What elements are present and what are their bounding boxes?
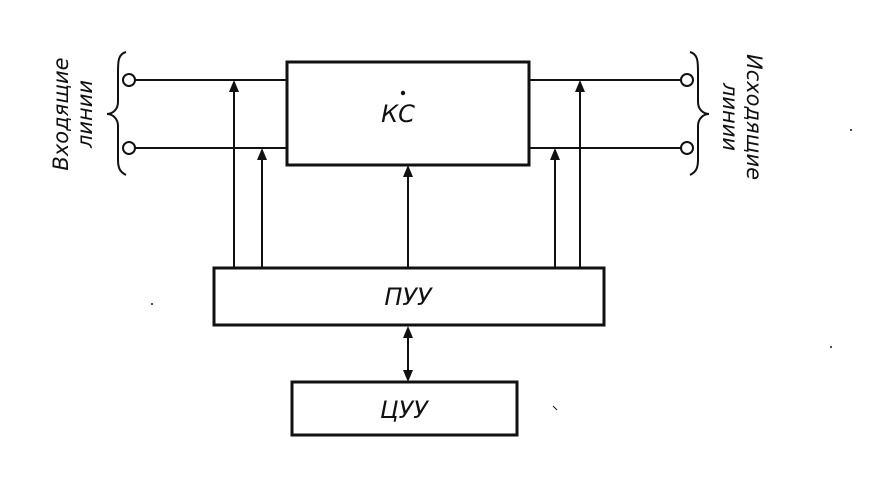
ks-dot [400,90,406,96]
outgoing-brace [689,51,710,176]
scan-speck [850,129,852,131]
outgoing-terminal-bottom [680,141,694,155]
puu-cuu-link [403,326,413,382]
scan-speck [151,303,153,305]
outgoing-label: Исходящие линии [718,54,766,180]
outgoing-terminal-top [680,73,694,87]
ks-block: КС [285,60,531,167]
control-lines [229,80,585,268]
ks-label: КС [381,100,415,128]
incoming-terminal-top [122,73,136,87]
outgoing-label-line2: линии [718,82,742,151]
cuu-label: ЦУУ [380,396,429,424]
incoming-label-line2: линии [73,80,97,149]
incoming-label-line1: Входящие [49,57,73,170]
incoming-brace [106,51,127,176]
puu-block: ПУУ [212,266,606,327]
cuu-block: ЦУУ [290,380,519,437]
incoming-label: Входящие линии [49,57,97,170]
incoming-terminal-bottom [122,141,136,155]
incoming-lines [106,51,287,176]
outgoing-label-line1: Исходящие [742,54,766,180]
scan-specks [151,129,852,411]
scan-speck [830,346,832,348]
outgoing-lines [529,51,710,176]
scan-speck [552,405,558,411]
puu-label: ПУУ [384,283,433,311]
